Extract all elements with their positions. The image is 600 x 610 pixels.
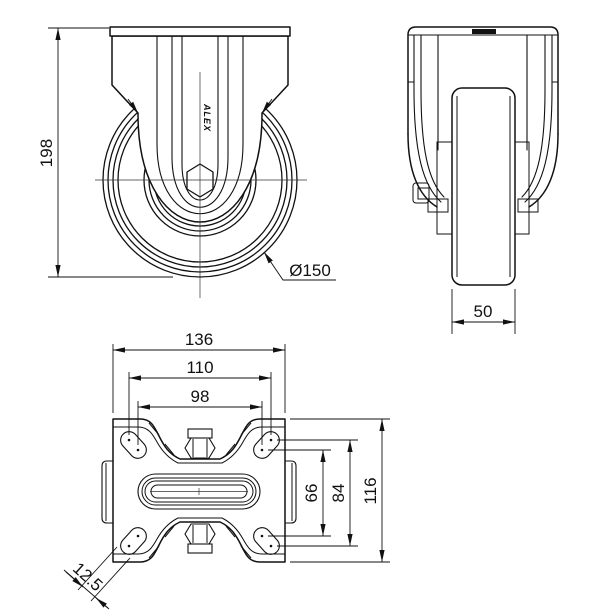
ext-line: [90, 557, 131, 602]
dim-label: 136: [185, 330, 213, 349]
side-wheel: [451, 87, 516, 286]
brand-logo: ALEX: [202, 103, 212, 132]
dim-plate-depth-116: 116: [290, 418, 390, 563]
fork-edge-arrow-right: [261, 98, 273, 114]
dim-label: 66: [302, 484, 321, 503]
plan-bolt-hole-top-left: [120, 431, 147, 459]
dim-label: 98: [191, 387, 210, 406]
side-bracket-flange-lines: [407, 34, 559, 151]
side-view: 50: [407, 26, 559, 334]
dim-plate-width-136: 136: [112, 330, 286, 413]
ext-line: [77, 546, 118, 591]
plan-view: 136 110 98 66 84: [63, 330, 390, 610]
dim-hole-pitch-66: 66: [268, 449, 331, 537]
dim-label-height: 198: [37, 139, 56, 167]
side-bracket-outline: [407, 26, 559, 135]
plan-center-bolt-top: [184, 428, 216, 459]
dim-label: 84: [329, 484, 348, 503]
front-centerlines: [95, 72, 307, 298]
side-fixing-tab: [412, 182, 430, 204]
dim-label: 116: [361, 477, 380, 504]
dim-hole-pitch-110: 110: [128, 358, 272, 435]
dim-label: 110: [186, 358, 213, 377]
plan-bolt-hole-bottom-left: [120, 527, 147, 555]
dim-label-diameter: Ø150: [289, 261, 331, 280]
side-bracket-legs: [407, 89, 559, 208]
fork-edge-arrow-left: [127, 98, 139, 114]
dim-label-width: 50: [474, 302, 493, 321]
plan-bolt-hole-top-right: [253, 431, 280, 459]
plan-plate-inner-edges: [113, 422, 285, 559]
plan-side-tab-right: [284, 460, 297, 524]
dim-wheel-diameter: Ø150: [263, 251, 336, 281]
front-view: ALEX 198 Ø150: [37, 26, 336, 298]
side-fixing-tab-inner: [417, 187, 430, 200]
dim-wheel-width-50: 50: [451, 289, 516, 334]
side-foot-right: [517, 198, 539, 213]
plan-side-tab-left: [101, 460, 114, 524]
plan-center-slot: [137, 473, 261, 510]
plan-center-bolt-bottom: [184, 523, 216, 554]
dim-hole-pitch-98: 98: [137, 387, 263, 445]
side-mounting-slot: [472, 29, 496, 34]
leader-line: [263, 251, 336, 281]
dim-hole-pitch-84: 84: [277, 439, 358, 547]
plan-bolt-hole-bottom-right: [253, 527, 280, 555]
front-top-plate: [109, 26, 291, 37]
side-foot-left: [427, 198, 449, 213]
dim-height-198: 198: [37, 27, 173, 278]
